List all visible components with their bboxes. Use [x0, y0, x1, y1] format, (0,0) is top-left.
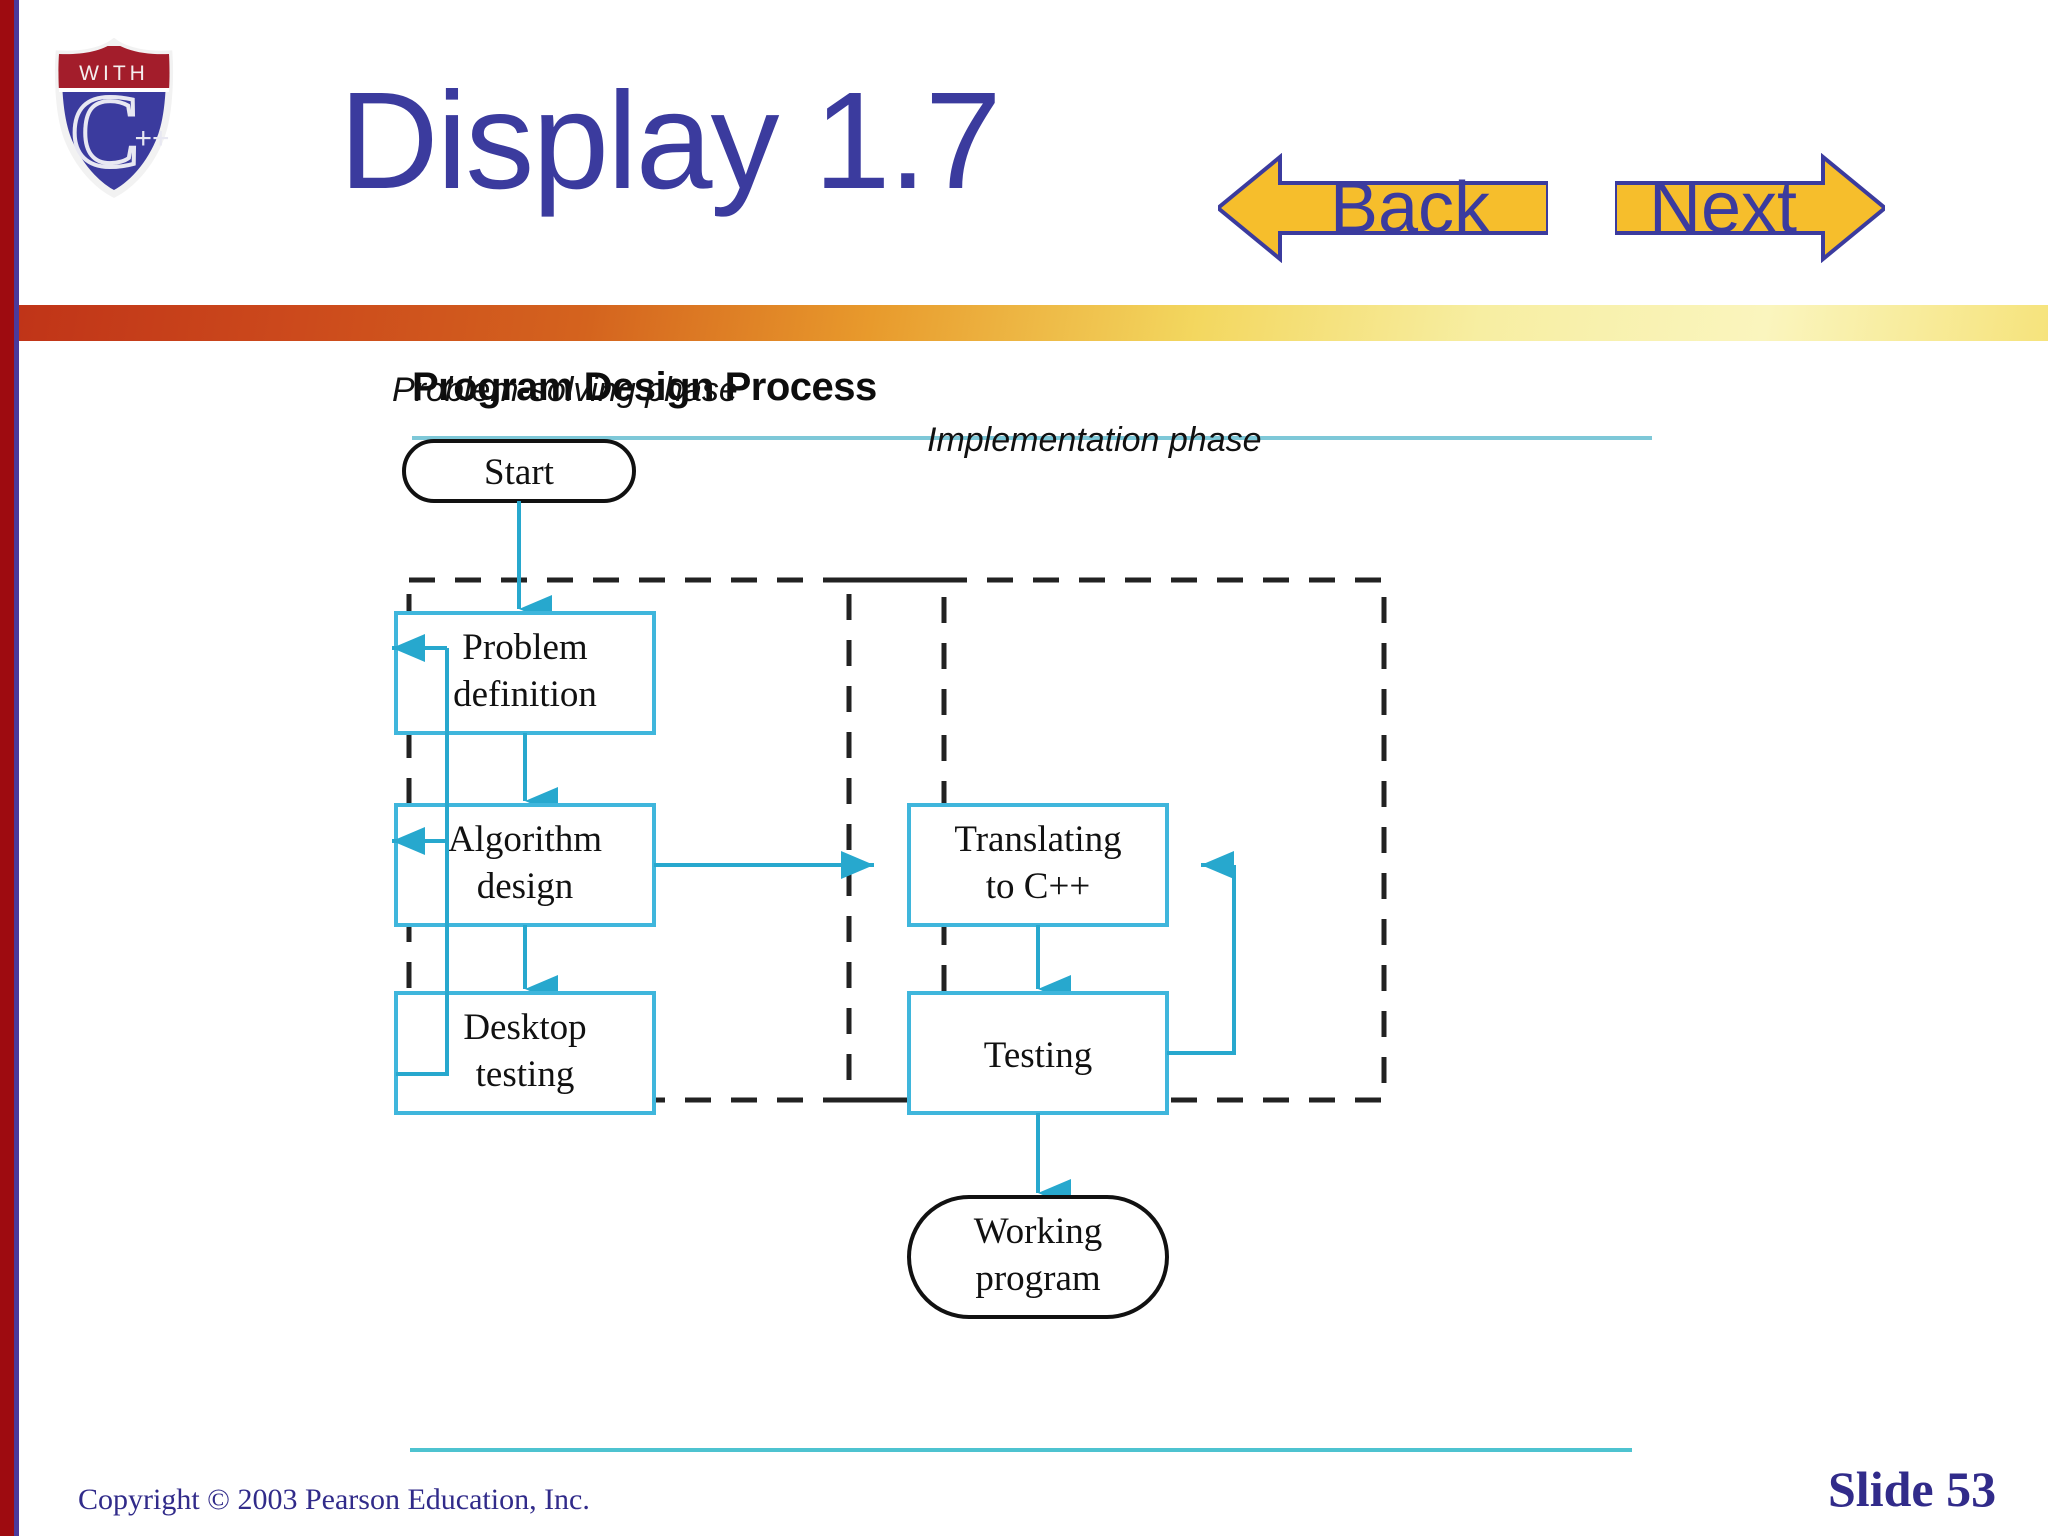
- node-problem-definition-line2: definition: [453, 674, 597, 715]
- node-problem-definition: Problem definition: [394, 611, 656, 735]
- edge-testing-feedback-trunk: [1167, 865, 1236, 1055]
- node-desktop-testing: Desktop testing: [394, 991, 656, 1115]
- header-gradient-divider: [19, 305, 2048, 341]
- left-accent-rail-blue: [14, 0, 19, 1536]
- node-algorithm-design: Algorithm design: [394, 803, 656, 927]
- phase-label-implementation: Implementation phase: [927, 421, 1262, 459]
- phase-label-problem-solving: Problem-solving phase: [392, 371, 738, 409]
- node-desktop-testing-line1: Desktop: [463, 1007, 586, 1048]
- slide-number: Slide 53: [1828, 1461, 1997, 1517]
- cpp-shield-logo-icon: WITH C ++: [39, 37, 189, 198]
- node-translating-to-cpp-line2: to C++: [986, 866, 1090, 907]
- back-arrow-icon: [1214, 152, 1550, 264]
- footer-rule: [410, 1448, 1632, 1452]
- node-working-program-line1: Working: [974, 1211, 1103, 1252]
- node-working-program: Working program: [907, 1195, 1169, 1319]
- slide-header: WITH C ++ Display 1.7 Back Next: [19, 0, 2048, 300]
- node-translating-to-cpp: Translating to C++: [907, 803, 1169, 927]
- copyright-text: Copyright © 2003 Pearson Education, Inc.: [78, 1483, 590, 1516]
- figure-title: Program Design Process: [412, 365, 877, 409]
- implementation-phase-region: [846, 577, 1387, 1103]
- logo-with-text: WITH: [79, 62, 149, 85]
- node-testing: Testing: [907, 991, 1169, 1115]
- node-problem-definition-line1: Problem: [462, 627, 588, 668]
- node-desktop-testing-line2: testing: [476, 1054, 575, 1095]
- logo-c-letter: C: [70, 74, 139, 189]
- node-algorithm-design-line2: design: [477, 866, 574, 907]
- node-testing-line1: Testing: [984, 1035, 1092, 1076]
- node-algorithm-design-line1: Algorithm: [448, 819, 602, 860]
- edge-feedback-trunk: [396, 648, 449, 1076]
- figure-container: Program Design Process Problem-solving p…: [19, 341, 2048, 1441]
- figure-top-rule: [412, 436, 1652, 440]
- logo-plusplus-text: ++: [134, 122, 169, 155]
- page-title: Display 1.7: [339, 64, 1002, 218]
- back-button[interactable]: Back: [1214, 152, 1550, 264]
- node-start: Start: [402, 439, 636, 503]
- node-translating-to-cpp-line1: Translating: [954, 819, 1121, 860]
- left-accent-rail-red: [0, 0, 14, 1536]
- next-button[interactable]: Next: [1613, 152, 1889, 264]
- node-working-program-line2: program: [975, 1258, 1101, 1299]
- next-arrow-icon: [1613, 152, 1889, 264]
- program-design-flowchart: Problem-solving phase Implementation pha…: [392, 371, 1387, 1319]
- node-start-label: Start: [484, 452, 555, 493]
